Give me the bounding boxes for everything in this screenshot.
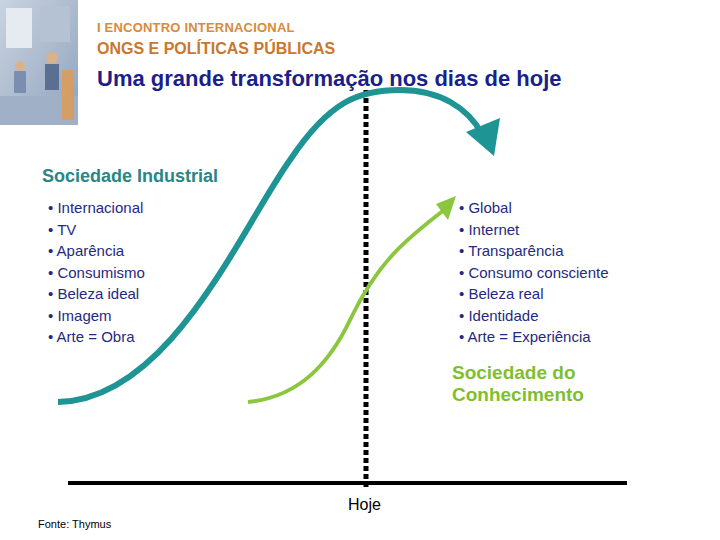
logo-text: ONGS E POLÍTICAS PÚBLICAS [97,40,335,58]
bullet-item: • Consumo consciente [457,264,611,281]
arrowhead [436,196,456,220]
bullet-item: • Global [457,199,514,216]
arrowhead [466,118,500,156]
bullet-item: • Internacional [46,199,145,216]
bullet-item: • Transparência [457,242,565,259]
bullet-item: • Identidade [457,307,540,324]
bullet-item: • Beleza ideal [46,285,141,302]
bullet-item: • Beleza real [457,285,545,302]
source-note: Fonte: Thymus [38,518,111,531]
logo-image [0,0,78,125]
time-axis [68,481,627,485]
slide-title: Uma grande transformação nos dias de hoj… [97,66,562,91]
knowledge-curve [248,210,444,402]
bullet-item: • TV [46,221,78,238]
axis-label: Hoje [346,496,383,514]
bullet-item: • Arte = Obra [46,328,137,345]
group-heading: Sociedade Industrial [40,166,220,187]
bullet-item: • Internet [457,221,521,238]
group-heading: Sociedade do Conhecimento [450,362,604,406]
bullet-item: • Imagem [46,307,114,324]
bullet-item: • Consumismo [46,264,147,281]
bullet-item: • Aparência [46,242,126,259]
logo-text: I ENCONTRO INTERNACIONAL [97,21,295,36]
bullet-item: • Arte = Experiência [457,328,593,345]
